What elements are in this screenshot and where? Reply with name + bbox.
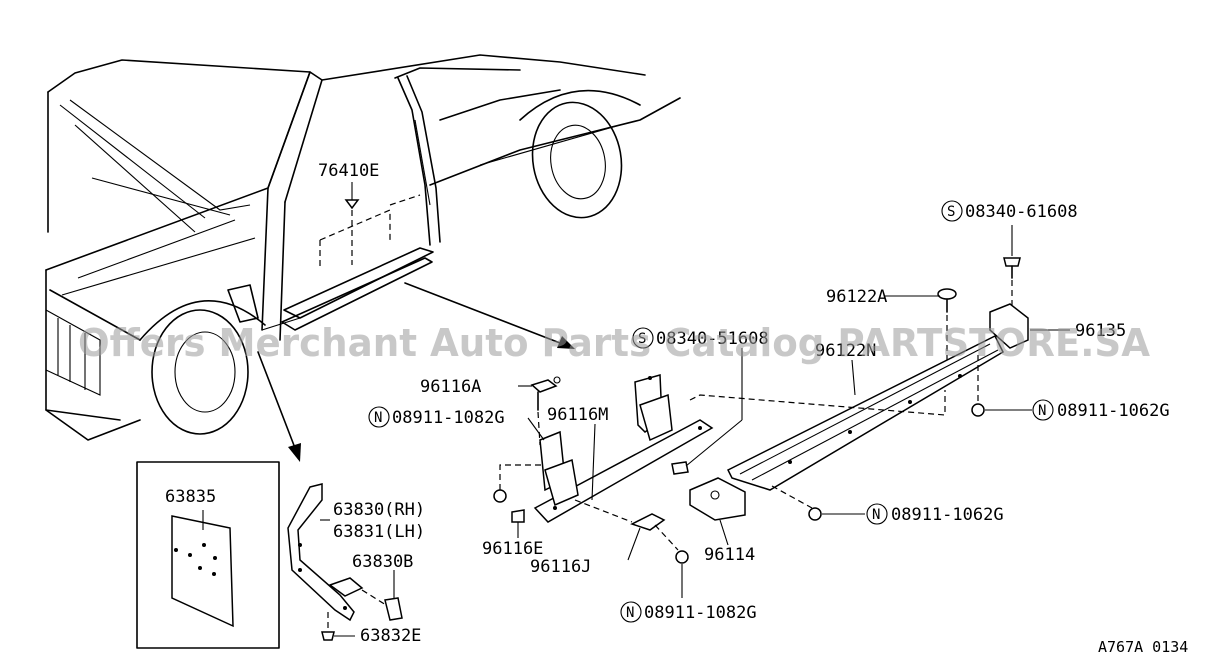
- mud-guard-bracket: [287, 483, 403, 641]
- label-96116M: 96116M: [547, 405, 608, 425]
- label-63830B: 63830B: [352, 552, 413, 572]
- label-96116A: 96116A: [420, 377, 481, 397]
- svg-text:N: N: [626, 605, 634, 621]
- part-labels: 76410E S 08340-61608 96122A 96135 96122N…: [165, 161, 1188, 656]
- label-63835: 63835: [165, 487, 216, 507]
- label-96122N: 96122N: [815, 341, 876, 361]
- vehicle-outline: [45, 54, 681, 441]
- label-63830-rh: 63830(RH): [333, 500, 425, 520]
- label-96116J: 96116J: [530, 557, 591, 577]
- svg-text:S: S: [947, 204, 955, 220]
- label-76410E: 76410E: [318, 161, 379, 181]
- label-63832E: 63832E: [360, 626, 421, 646]
- label-08911-1082G-bottom: 08911-1082G: [644, 603, 757, 623]
- svg-text:N: N: [374, 410, 382, 426]
- label-08911-1062G-bottom: 08911-1062G: [891, 505, 1004, 525]
- svg-text:N: N: [872, 507, 880, 523]
- label-08340-51608: 08340-51608: [656, 329, 769, 349]
- diagram-code: A767A 0134: [1098, 638, 1188, 656]
- label-96135: 96135: [1075, 321, 1126, 341]
- svg-text:S: S: [638, 331, 646, 347]
- callout-arrows: [257, 282, 575, 462]
- watermark: Offers Merchant Auto Parts Catalog PARTS…: [78, 321, 1151, 365]
- mud-guard-inset: [136, 461, 280, 649]
- label-08911-1082G-top: 08911-1082G: [392, 408, 505, 428]
- label-96122A: 96122A: [826, 287, 887, 307]
- inset-frame: [136, 461, 280, 649]
- label-96116E: 96116E: [482, 539, 543, 559]
- label-08340-61608: 08340-61608: [965, 202, 1078, 222]
- step-board-assembly: [493, 257, 1070, 598]
- label-08911-1062G-top: 08911-1062G: [1057, 401, 1170, 421]
- svg-text:N: N: [1038, 403, 1046, 419]
- label-96114: 96114: [704, 545, 755, 565]
- label-63831-lh: 63831(LH): [333, 522, 425, 542]
